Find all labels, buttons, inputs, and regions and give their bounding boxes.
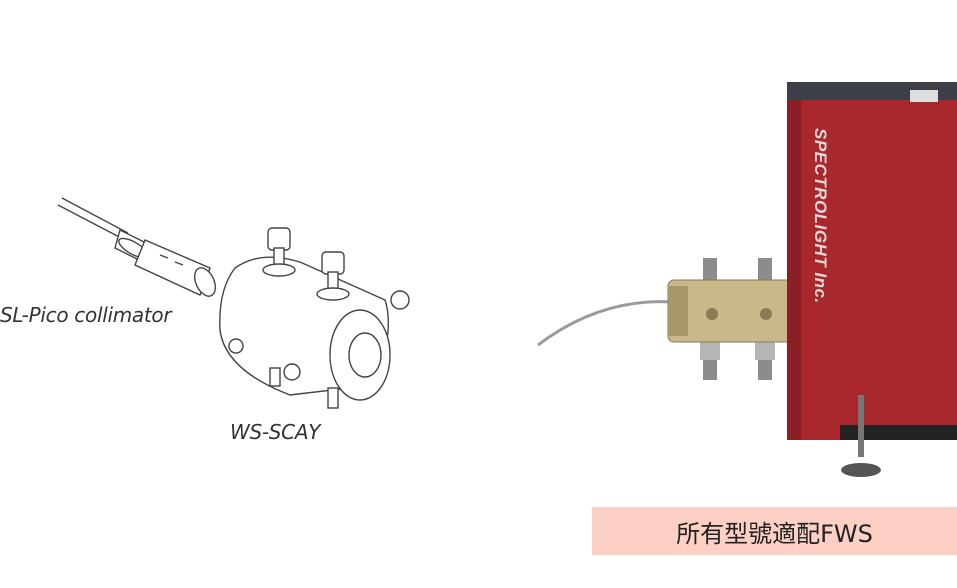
mount-label: WS-SCAY bbox=[230, 420, 321, 444]
fiber-cable bbox=[537, 300, 673, 347]
spectrometer-device bbox=[787, 82, 957, 477]
collimator-label: SL-Pico collimator bbox=[0, 303, 172, 327]
collimator-drawing bbox=[57, 197, 217, 297]
brand-text: SPECTROLIGHT Inc. bbox=[811, 128, 830, 304]
mount-drawing bbox=[219, 227, 410, 409]
compatibility-caption: 所有型號適配FWS bbox=[592, 507, 957, 555]
